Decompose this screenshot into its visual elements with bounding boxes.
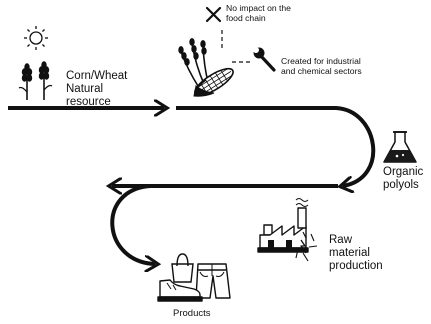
raw-line-2: material [329, 246, 370, 259]
raw-line-1: Raw [329, 234, 353, 246]
raw-line-3: production [329, 259, 383, 272]
factory-icon [257, 198, 318, 262]
polyols-line-1: Organic [383, 166, 424, 178]
arrow-crop-to-polyols [176, 106, 376, 186]
shopping-bag-icon [171, 253, 194, 283]
resource-line-3: resource [66, 95, 111, 108]
flask-icon [383, 131, 417, 163]
industrial-label: Created for industrial and chemical sect… [281, 56, 362, 77]
raw-material-label: Raw material production [329, 234, 383, 273]
polyols-label: Organic polyols [383, 166, 423, 192]
corn-wheat-icon [178, 38, 234, 97]
no-impact-line-2: food chain [226, 12, 266, 23]
industrial-line-1: Created for industrial [281, 56, 361, 66]
wrench-icon [253, 47, 276, 72]
sun-icon [24, 26, 48, 50]
products-label: Products [173, 308, 211, 319]
no-food-cross-icon [205, 6, 222, 23]
polyols-line-2: polyols [383, 178, 419, 191]
resource-label: Corn/Wheat Natural resource [66, 70, 127, 109]
resource-line-1: Corn/Wheat [66, 70, 128, 82]
arrow-raw-to-products [110, 184, 155, 264]
trousers-icon [195, 263, 231, 299]
resource-line-2: Natural [66, 82, 104, 95]
no-impact-line-1: No impact on the [226, 3, 291, 13]
sneaker-icon [157, 279, 203, 302]
wheat-plants-icon [18, 61, 53, 100]
no-impact-label: No impact on the food chain [226, 3, 291, 24]
industrial-line-2: and chemical sectors [281, 65, 362, 76]
